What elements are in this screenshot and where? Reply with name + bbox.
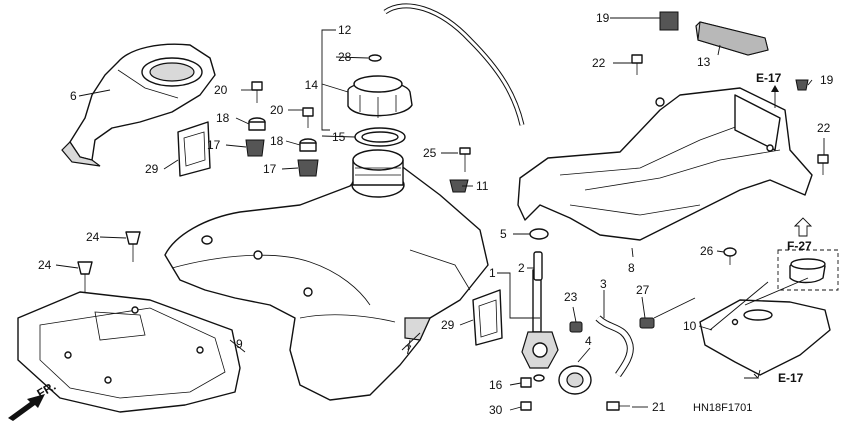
part-label-23: 23 [564,290,578,304]
part-label-12: 12 [338,23,352,37]
part-label-20a: 20 [214,83,228,97]
fuel-cap-part [347,75,413,118]
part-label-16: 16 [489,378,503,392]
ref-e17-top: E-17 [756,71,782,85]
fastener-parts [77,11,829,411]
part-label-21: 21 [652,400,666,414]
part-label-1: 1 [489,266,496,280]
part-label-24b: 24 [38,258,52,272]
fuel-valve-part [521,269,559,369]
ref-f27: F-27 [787,239,812,253]
part-label-19a: 19 [596,11,610,25]
part-label-29b: 29 [441,318,455,332]
part-label-7: 7 [405,343,412,357]
clamp-part [569,321,583,333]
part-label-5: 5 [500,227,507,241]
part-label-11: 11 [476,179,489,193]
part-label-13: 13 [697,55,711,69]
part-label-22a: 22 [592,56,606,70]
part-label-27: 27 [636,283,650,297]
part-label-6: 6 [70,89,77,103]
air-shroud-part [61,43,216,167]
tray-part [517,87,813,241]
part-label-9: 9 [236,337,243,351]
part-label-18a: 18 [216,111,230,125]
breather-hose-part [383,3,525,126]
clip-part [368,54,382,62]
plate-part [699,299,831,376]
part-label-26: 26 [700,244,714,258]
part-label-4: 4 [585,334,592,348]
part-label-24a: 24 [86,230,100,244]
part-label-29a: 29 [145,162,159,176]
o-ring-part [529,228,549,240]
part-label-25: 25 [423,146,437,160]
ref-e17-bottom: E-17 [778,371,804,385]
part-label-14: 14 [305,78,319,92]
part-label-10: 10 [683,319,697,333]
part-label-20b: 20 [270,103,284,117]
reference-codes: E-17 F-27 E-17 [756,71,812,385]
drawing-code: HN18F1701 [693,402,752,414]
part-label-22b: 22 [817,121,831,135]
part-label-28: 28 [338,50,352,64]
clamp-part-2 [639,317,655,329]
part-labels: 6 12 28 14 15 20 18 17 29 20 18 17 25 11… [38,11,834,417]
part-label-3: 3 [600,277,607,291]
part-label-8: 8 [628,261,635,275]
part-label-18b: 18 [270,134,284,148]
part-label-2: 2 [518,261,525,275]
part-label-15: 15 [332,130,346,144]
part-label-19b: 19 [820,73,834,87]
foam-block-part [695,21,769,56]
gasket-part [354,127,406,147]
rubber-pad-parts [177,121,503,346]
part-label-17a: 17 [207,138,221,152]
part-label-17b: 17 [263,162,277,176]
valve-knob-part [558,365,592,395]
f27-inset [777,249,839,291]
leader-lines [55,17,825,411]
front-direction-marker: FR. [8,379,58,421]
filter-part [533,251,543,281]
skid-plate-part [17,291,241,413]
fuel-tank-part [164,149,489,401]
part-label-30: 30 [489,403,503,417]
reference-arrows [744,85,813,379]
